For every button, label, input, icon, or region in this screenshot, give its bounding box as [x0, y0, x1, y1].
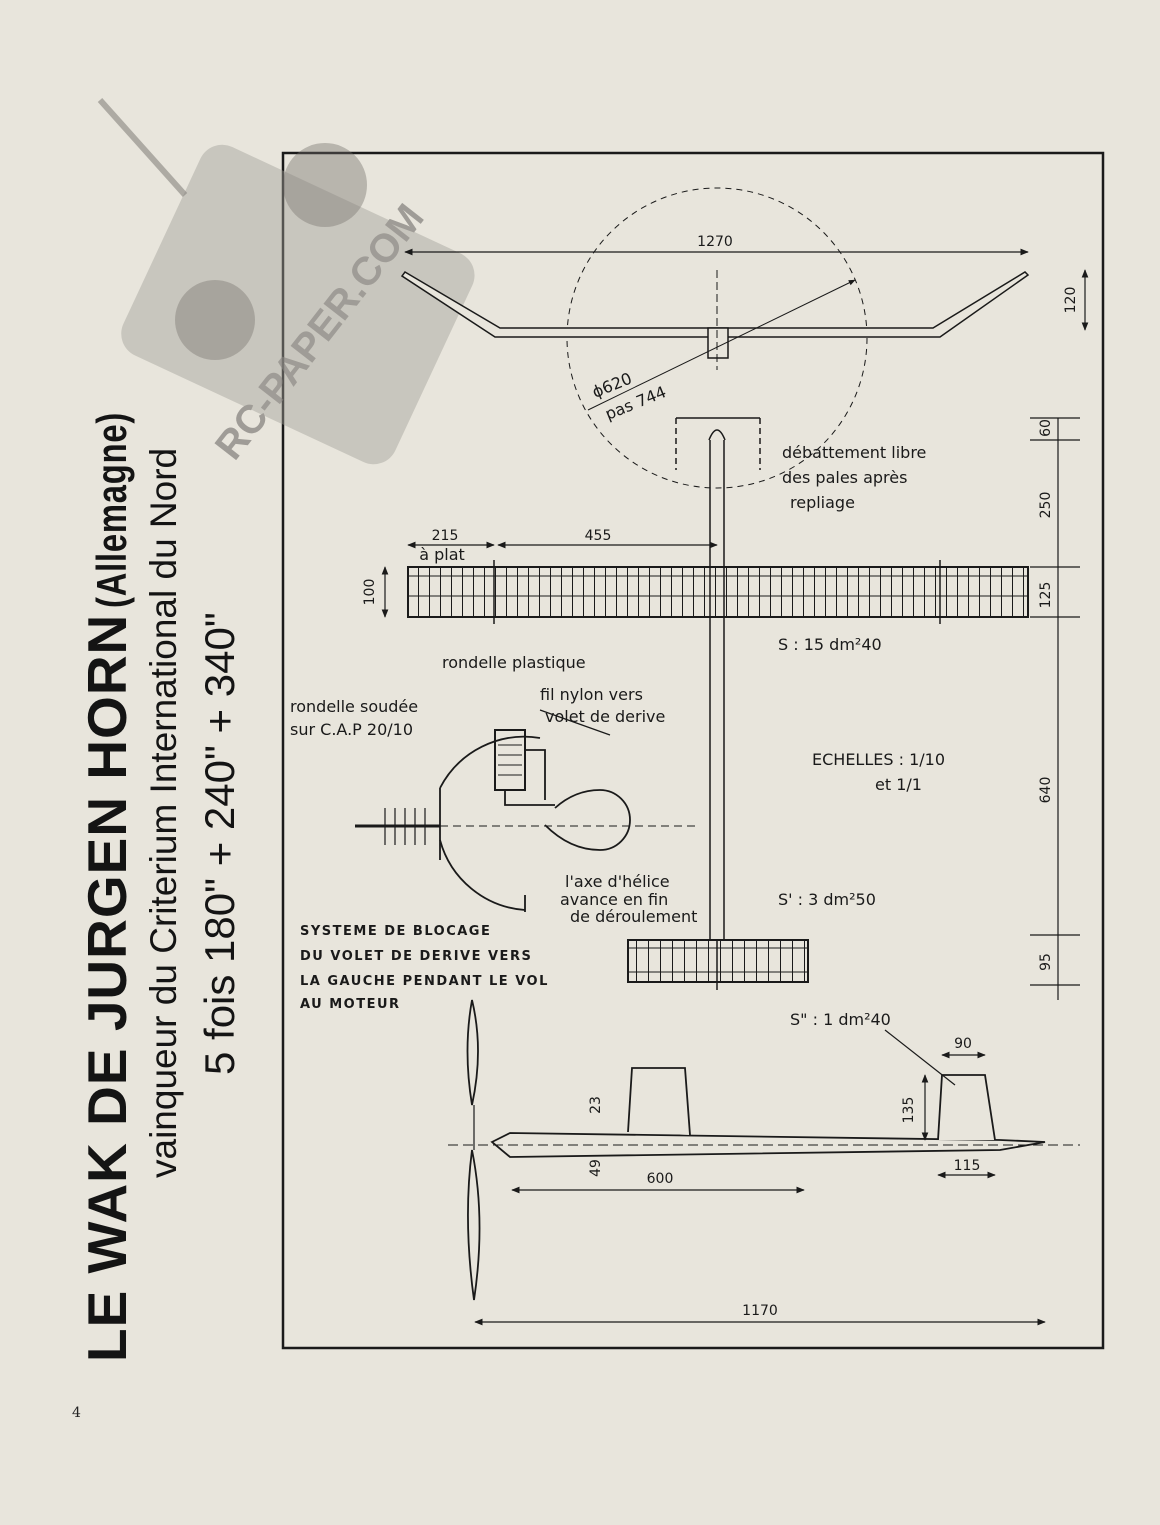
note-axis-3: de déroulement — [570, 907, 697, 926]
note-system-2: DU VOLET DE DERIVE VERS — [300, 949, 532, 964]
dim-fin-base: 115 — [954, 1158, 981, 1174]
joystick-left-icon — [175, 280, 255, 360]
dim-wing-pos: 600 — [647, 1171, 674, 1187]
dim-wing-tip: 215 — [432, 528, 459, 544]
blocking-mechanism-detail — [355, 709, 700, 912]
note-scales-2: et 1/1 — [875, 775, 922, 794]
note-system-1: SYSTEME DE BLOCAGE — [300, 924, 491, 939]
note-axis-1: l'axe d'hélice — [565, 872, 670, 891]
tailplane-planform — [627, 939, 809, 983]
dim-wing-tip-note: à plat — [419, 545, 465, 564]
right-dimension-chain — [1030, 417, 1080, 1000]
leader-fin-area — [884, 1029, 956, 1086]
dim-nose-to-wing: 250 — [1038, 492, 1054, 519]
wing-planform — [407, 560, 1029, 624]
antenna-icon — [97, 97, 188, 198]
dim-wing-center: 455 — [585, 528, 612, 544]
propeller-front-view — [400, 187, 1030, 489]
note-washer-plastic: rondelle plastique — [442, 653, 586, 672]
joystick-right-icon — [283, 143, 367, 227]
watermark-logo: RC-PAPER.COM — [97, 97, 475, 468]
note-fin-area: S" : 1 dm²40 — [790, 1010, 891, 1029]
top-view-fuselage — [675, 417, 761, 990]
page-number: 4 — [72, 1405, 81, 1421]
dim-fin-chord: 90 — [954, 1036, 972, 1052]
dim-wing-to-tail: 640 — [1038, 777, 1054, 804]
side-view-fuselage — [448, 999, 1080, 1301]
note-nylon-2: volet de derive — [545, 707, 665, 726]
dim-tail-chord: 95 — [1038, 953, 1054, 971]
note-tail-area: S' : 3 dm²50 — [778, 890, 876, 909]
note-blade-free-2: des pales après — [782, 468, 907, 487]
dim-overall-len: 1170 — [742, 1303, 778, 1319]
note-blade-free-1: débattement libre — [782, 443, 926, 462]
dim-fin-height: 135 — [901, 1097, 917, 1124]
drawing-frame — [281, 151, 1105, 1350]
note-system-3: LA GAUCHE PENDANT LE VOL — [300, 974, 549, 989]
note-blade-free-3: repliage — [790, 493, 855, 512]
note-washer-welded-2: sur C.A.P 20/10 — [290, 720, 413, 739]
dim-prop-span: 1270 — [697, 234, 733, 250]
note-system-4: AU MOTEUR — [300, 997, 401, 1012]
note-washer-welded-1: rondelle soudée — [290, 697, 418, 716]
dim-fuse-a: 23 — [588, 1096, 604, 1114]
dim-wing-chord: 100 — [362, 579, 378, 606]
dim-fuse-b: 49 — [588, 1159, 604, 1177]
note-wing-area: S : 15 dm²40 — [778, 635, 882, 654]
dim-nose-len: 60 — [1038, 419, 1054, 437]
note-scales-1: ECHELLES : 1/10 — [812, 750, 945, 769]
note-axis-2: avance en fin — [560, 890, 668, 909]
dim-wing-chord-right: 125 — [1038, 582, 1054, 609]
note-nylon-1: fil nylon vers — [540, 685, 643, 704]
dim-prop-height: 120 — [1063, 287, 1079, 314]
